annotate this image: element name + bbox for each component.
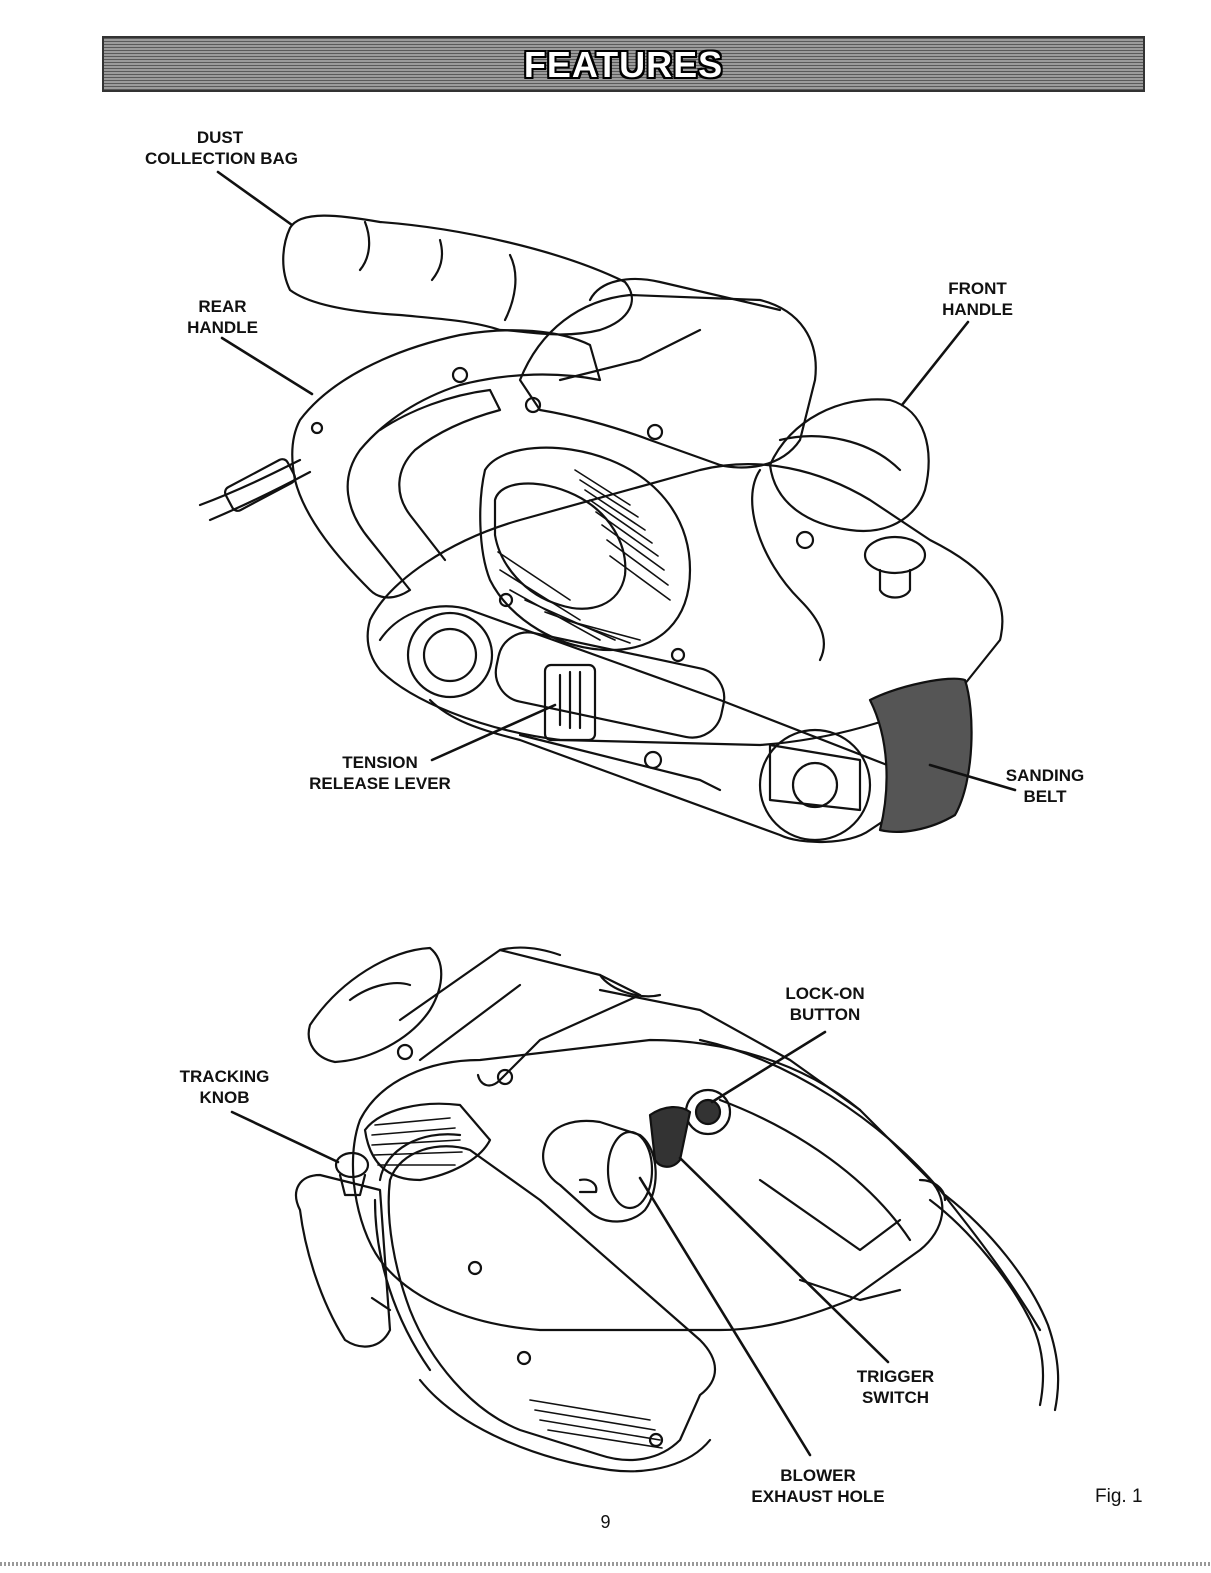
leader-tracking-knob	[232, 1112, 338, 1162]
dust-bag-shape	[283, 216, 632, 335]
label-front-handle: FRONT HANDLE	[935, 278, 1020, 320]
label-tracking-knob: TRACKING KNOB	[172, 1066, 277, 1108]
bottom-rule	[0, 1562, 1211, 1566]
power-cord-bottom	[930, 1200, 1043, 1405]
leader-lock-on	[712, 1032, 825, 1102]
power-cord	[200, 460, 300, 505]
label-tension-release-lever: TENSION RELEASE LEVER	[305, 752, 455, 794]
motor-housing	[520, 295, 816, 467]
rear-roller	[408, 613, 492, 697]
label-dust-collection-bag: DUST COLLECTION BAG	[145, 127, 295, 169]
label-trigger-switch: TRIGGER SWITCH	[848, 1366, 943, 1408]
label-sanding-belt: SANDING BELT	[1000, 765, 1090, 807]
label-lock-on-button: LOCK-ON BUTTON	[780, 983, 870, 1025]
sander-body-bottom	[353, 1040, 942, 1330]
label-blower-exhaust-hole: BLOWER EXHAUST HOLE	[748, 1465, 888, 1507]
leader-trigger	[680, 1158, 888, 1362]
leader-blower	[640, 1178, 810, 1455]
rear-handle-shape	[292, 330, 600, 597]
leader-front-handle	[902, 322, 968, 405]
label-rear-handle: REAR HANDLE	[180, 296, 265, 338]
trigger-shape	[650, 1107, 690, 1167]
front-handle-shape	[770, 399, 929, 531]
figure-number: Fig. 1	[1095, 1486, 1143, 1508]
motor-vent-cover	[480, 448, 690, 650]
leader-rear-handle	[222, 338, 312, 394]
leader-dust-bag	[218, 172, 292, 225]
page-number: 9	[0, 1512, 1211, 1533]
sanding-belt-grit	[870, 679, 972, 832]
